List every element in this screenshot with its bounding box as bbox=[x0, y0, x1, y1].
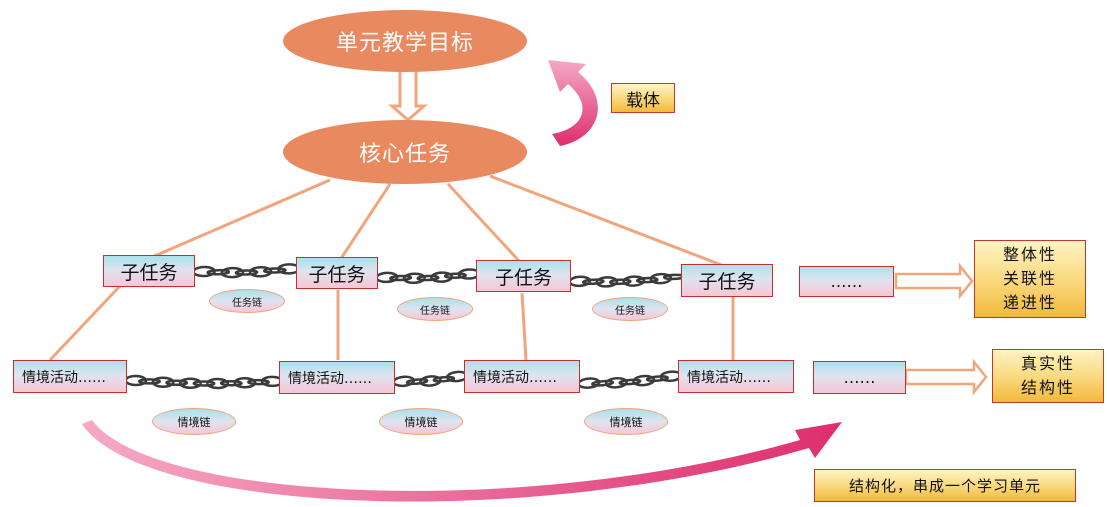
situation-activity-label: 情境活动…… bbox=[473, 369, 557, 386]
chain-link bbox=[389, 274, 413, 282]
unit-goal-node: 单元教学目标 bbox=[283, 10, 527, 72]
core-task-label: 核心任务 bbox=[358, 142, 451, 167]
chain-link bbox=[608, 278, 632, 286]
goal-to-core-arrow bbox=[388, 64, 428, 122]
structure-sweep-arrow bbox=[82, 420, 842, 502]
chain-link bbox=[151, 376, 175, 388]
chain-link bbox=[443, 272, 467, 279]
summary-label: 结构化，串成一个学习单元 bbox=[848, 477, 1041, 495]
task-property: 整体性 bbox=[1002, 245, 1057, 264]
activity-ellipsis-box: …… bbox=[813, 361, 906, 394]
core-task-node: 核心任务 bbox=[283, 120, 527, 184]
situation-activity-label: 情境活动…… bbox=[22, 369, 106, 386]
task-chain-pill: 任务链 bbox=[592, 297, 668, 321]
task-chain-label: 任务链 bbox=[615, 305, 645, 317]
task-property: 递进性 bbox=[1002, 293, 1057, 312]
situation-chain-pill: 情境链 bbox=[584, 408, 668, 435]
connector-core-subtask-4 bbox=[489, 174, 725, 268]
activity-props-arrow bbox=[904, 358, 988, 396]
chain-link bbox=[178, 377, 202, 390]
chain-link bbox=[262, 267, 287, 274]
chain-link bbox=[220, 266, 245, 279]
situation-chain-links bbox=[124, 370, 683, 390]
subtask-box: 子任务 bbox=[681, 264, 773, 297]
chain-link bbox=[165, 379, 189, 387]
chain-link bbox=[192, 380, 216, 387]
situation-activity-label: 情境活动…… bbox=[687, 369, 771, 386]
activity-ellipsis-label: …… bbox=[843, 368, 876, 387]
situation-activity-label: 情境活动…… bbox=[288, 370, 372, 387]
situation-activity-box: 情境活动…… bbox=[464, 360, 580, 393]
chain-link bbox=[591, 379, 615, 387]
carrier-curved-arrow bbox=[548, 60, 598, 146]
chain-link bbox=[219, 379, 243, 387]
carrier-box: 载体 bbox=[611, 83, 675, 113]
subtask-box: 子任务 bbox=[103, 255, 195, 287]
connector-core-subtask-1 bbox=[149, 178, 331, 260]
summary-box: 结构化，串成一个学习单元 bbox=[814, 469, 1076, 502]
situation-chain-pill: 情境链 bbox=[379, 408, 463, 435]
chain-link bbox=[622, 275, 646, 287]
connector-core-subtask-2 bbox=[338, 183, 392, 261]
task-chain-pill: 任务链 bbox=[209, 289, 285, 313]
chain-link bbox=[206, 377, 230, 390]
subtask-ellipsis-label: …… bbox=[830, 272, 863, 291]
chain-link bbox=[618, 378, 642, 386]
situation-chain-label: 情境链 bbox=[177, 415, 211, 429]
situation-chain-label: 情境链 bbox=[404, 415, 438, 429]
chain-link bbox=[247, 378, 270, 386]
connector-subtask-activity-3 bbox=[520, 292, 528, 361]
activity-property: 结构性 bbox=[1020, 378, 1075, 397]
subtask-ellipsis-box: …… bbox=[799, 266, 894, 297]
subtask-box: 子任务 bbox=[476, 260, 571, 292]
task-chain-links bbox=[192, 263, 686, 288]
unit-goal-label: 单元教学目标 bbox=[335, 31, 474, 56]
chain-link bbox=[595, 276, 619, 288]
task-props-arrow bbox=[894, 262, 974, 300]
situation-chain-pill: 情境链 bbox=[152, 408, 236, 435]
task-property: 关联性 bbox=[1002, 269, 1057, 288]
subtask-label: 子任务 bbox=[308, 263, 366, 286]
subtask-label: 子任务 bbox=[698, 271, 756, 293]
situation-activity-box: 情境活动…… bbox=[279, 361, 395, 394]
chain-link bbox=[635, 276, 659, 284]
activity-property: 真实性 bbox=[1020, 354, 1075, 373]
task-chain-label: 任务链 bbox=[232, 297, 262, 309]
chain-link bbox=[432, 375, 456, 383]
chain-link bbox=[405, 378, 429, 386]
chain-link bbox=[402, 272, 426, 285]
chain-link bbox=[581, 278, 605, 286]
chain-link bbox=[206, 268, 231, 276]
task-chain-label: 任务链 bbox=[420, 305, 450, 317]
chain-link bbox=[234, 269, 259, 276]
connector-subtask-activity-1 bbox=[48, 284, 122, 362]
chain-link bbox=[645, 375, 669, 383]
carrier-label: 载体 bbox=[626, 90, 660, 111]
situation-chain-label: 情境链 bbox=[609, 415, 643, 429]
activity-properties-box: 真实性 结构性 bbox=[992, 349, 1104, 403]
subtask-box: 子任务 bbox=[296, 257, 378, 289]
subtask-label: 子任务 bbox=[494, 266, 552, 289]
task-chain-pill: 任务链 bbox=[397, 297, 473, 321]
subtask-label: 子任务 bbox=[120, 261, 178, 284]
task-properties-box: 整体性 关联性 递进性 bbox=[974, 240, 1086, 318]
connector-core-subtask-3 bbox=[446, 182, 522, 264]
chain-link bbox=[416, 274, 440, 282]
situation-activity-box: 情境活动…… bbox=[678, 360, 794, 393]
chain-link bbox=[604, 376, 628, 389]
connector-lines bbox=[48, 174, 735, 362]
chain-link bbox=[419, 375, 442, 387]
chain-link bbox=[138, 378, 161, 385]
situation-activity-box: 情境活动…… bbox=[13, 360, 127, 393]
